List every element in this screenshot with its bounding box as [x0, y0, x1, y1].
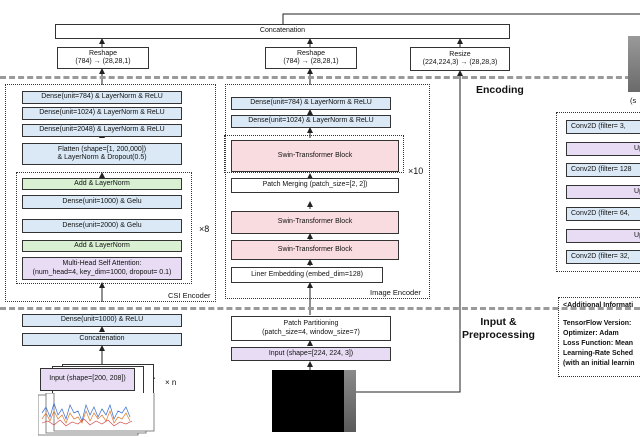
patch-merging-block: Patch Merging (patch_size=[2, 2]): [231, 178, 399, 193]
reshape-image-block: Reshape (784) → (28,28,1): [265, 47, 357, 69]
csi-dense-784: Dense(unit=784) & LayerNorm & ReLU: [22, 91, 182, 104]
csi-waveform-thumbnails: [38, 393, 155, 436]
info-loss: Loss Function: Mean: [563, 340, 633, 347]
input-image-thumbnail: [272, 370, 356, 432]
csi-flatten: Flatten (shape=[1, 200,000]) & LayerNorm…: [22, 143, 182, 165]
csi-pre-concatenation: Concatenation: [22, 333, 182, 346]
patch-partitioning-block: Patch Partitioning (patch_size=4, window…: [231, 316, 391, 341]
image-dense-784: Dense(unit=784) & LayerNorm & ReLU: [231, 97, 391, 110]
reshape-csi-block: Reshape (784) → (28,28,1): [57, 47, 149, 69]
csi-repeat-label: ×8: [199, 224, 210, 234]
csi-add-norm-bottom: Add & LayerNorm: [22, 240, 182, 252]
csi-times-n-label: × n: [165, 378, 177, 387]
info-title: <Additional Informati: [563, 302, 634, 309]
info-optimizer: Optimizer: Adam: [563, 330, 619, 337]
decoder-output-label: (s: [630, 96, 637, 105]
info-tf-version: TensorFlow Version:: [563, 320, 632, 327]
info-lr-initial: (with an initial learnin: [563, 360, 635, 367]
swin-block-a: Swin-Transformer Block: [231, 211, 399, 234]
csi-encoder-label: CSI Encoder: [168, 291, 211, 300]
decoder-frame: [556, 112, 640, 272]
input-preprocessing-heading: Input & Preprocessing: [462, 316, 535, 342]
encoding-separator: [0, 76, 640, 79]
csi-pre-dense-1000: Dense(unit=1000) & ReLU: [22, 314, 182, 327]
output-image-thumbnail: [628, 36, 640, 92]
swin-block-top: Swin-Transformer Block: [231, 140, 399, 172]
image-dense-1024: Dense(unit=1024) & LayerNorm & ReLU: [231, 115, 391, 128]
image-repeat-label: ×10: [408, 166, 424, 176]
image-input-block: Input (shape=[224, 224, 3]): [231, 347, 391, 361]
csi-dense-1024: Dense(unit=1024) & LayerNorm & ReLU: [22, 107, 182, 120]
csi-encoder-frame: [5, 84, 216, 302]
preprocessing-separator: [0, 307, 640, 310]
csi-transformer-repeat-frame: [16, 172, 192, 284]
decoder-conv128: Conv2D (filter= 128: [566, 163, 640, 177]
swin-stage-repeat-frame: [224, 135, 404, 173]
csi-dense-2000-gelu: Dense(unit=2000) & Gelu: [22, 219, 182, 233]
decoder-up2: Up: [566, 185, 640, 199]
csi-add-norm-top: Add & LayerNorm: [22, 178, 182, 190]
csi-dense-1000-gelu: Dense(unit=1000) & Gelu: [22, 195, 182, 209]
swin-block-b: Swin-Transformer Block: [231, 240, 399, 260]
csi-input-block: Input (shape=[200, 208]): [40, 368, 135, 391]
decoder-conv32: Conv2D (filter= 32,: [566, 250, 640, 264]
decoder-up3: Up: [566, 229, 640, 243]
info-lr: Learning-Rate Sched: [563, 350, 634, 357]
csi-dense-2048: Dense(unit=2048) & LayerNorm & ReLU: [22, 124, 182, 137]
csi-multi-head-attention: Multi-Head Self Attention: (num_head=4, …: [22, 257, 182, 280]
resize-block: Resize (224,224,3) → (28,28,3): [410, 47, 510, 71]
linear-embedding-block: Liner Embedding (embed_dim=128): [231, 267, 383, 283]
encoding-heading: Encoding: [476, 84, 524, 96]
decoder-conv3: Conv2D (filter= 3,: [566, 120, 640, 134]
image-encoder-label: Image Encoder: [370, 288, 421, 297]
decoder-up1: Up: [566, 142, 640, 156]
top-concatenation-block: Concatenation: [55, 24, 510, 39]
additional-info-frame: [558, 297, 640, 377]
decoder-conv64: Conv2D (filter= 64,: [566, 207, 640, 221]
image-encoder-frame: [225, 84, 430, 299]
